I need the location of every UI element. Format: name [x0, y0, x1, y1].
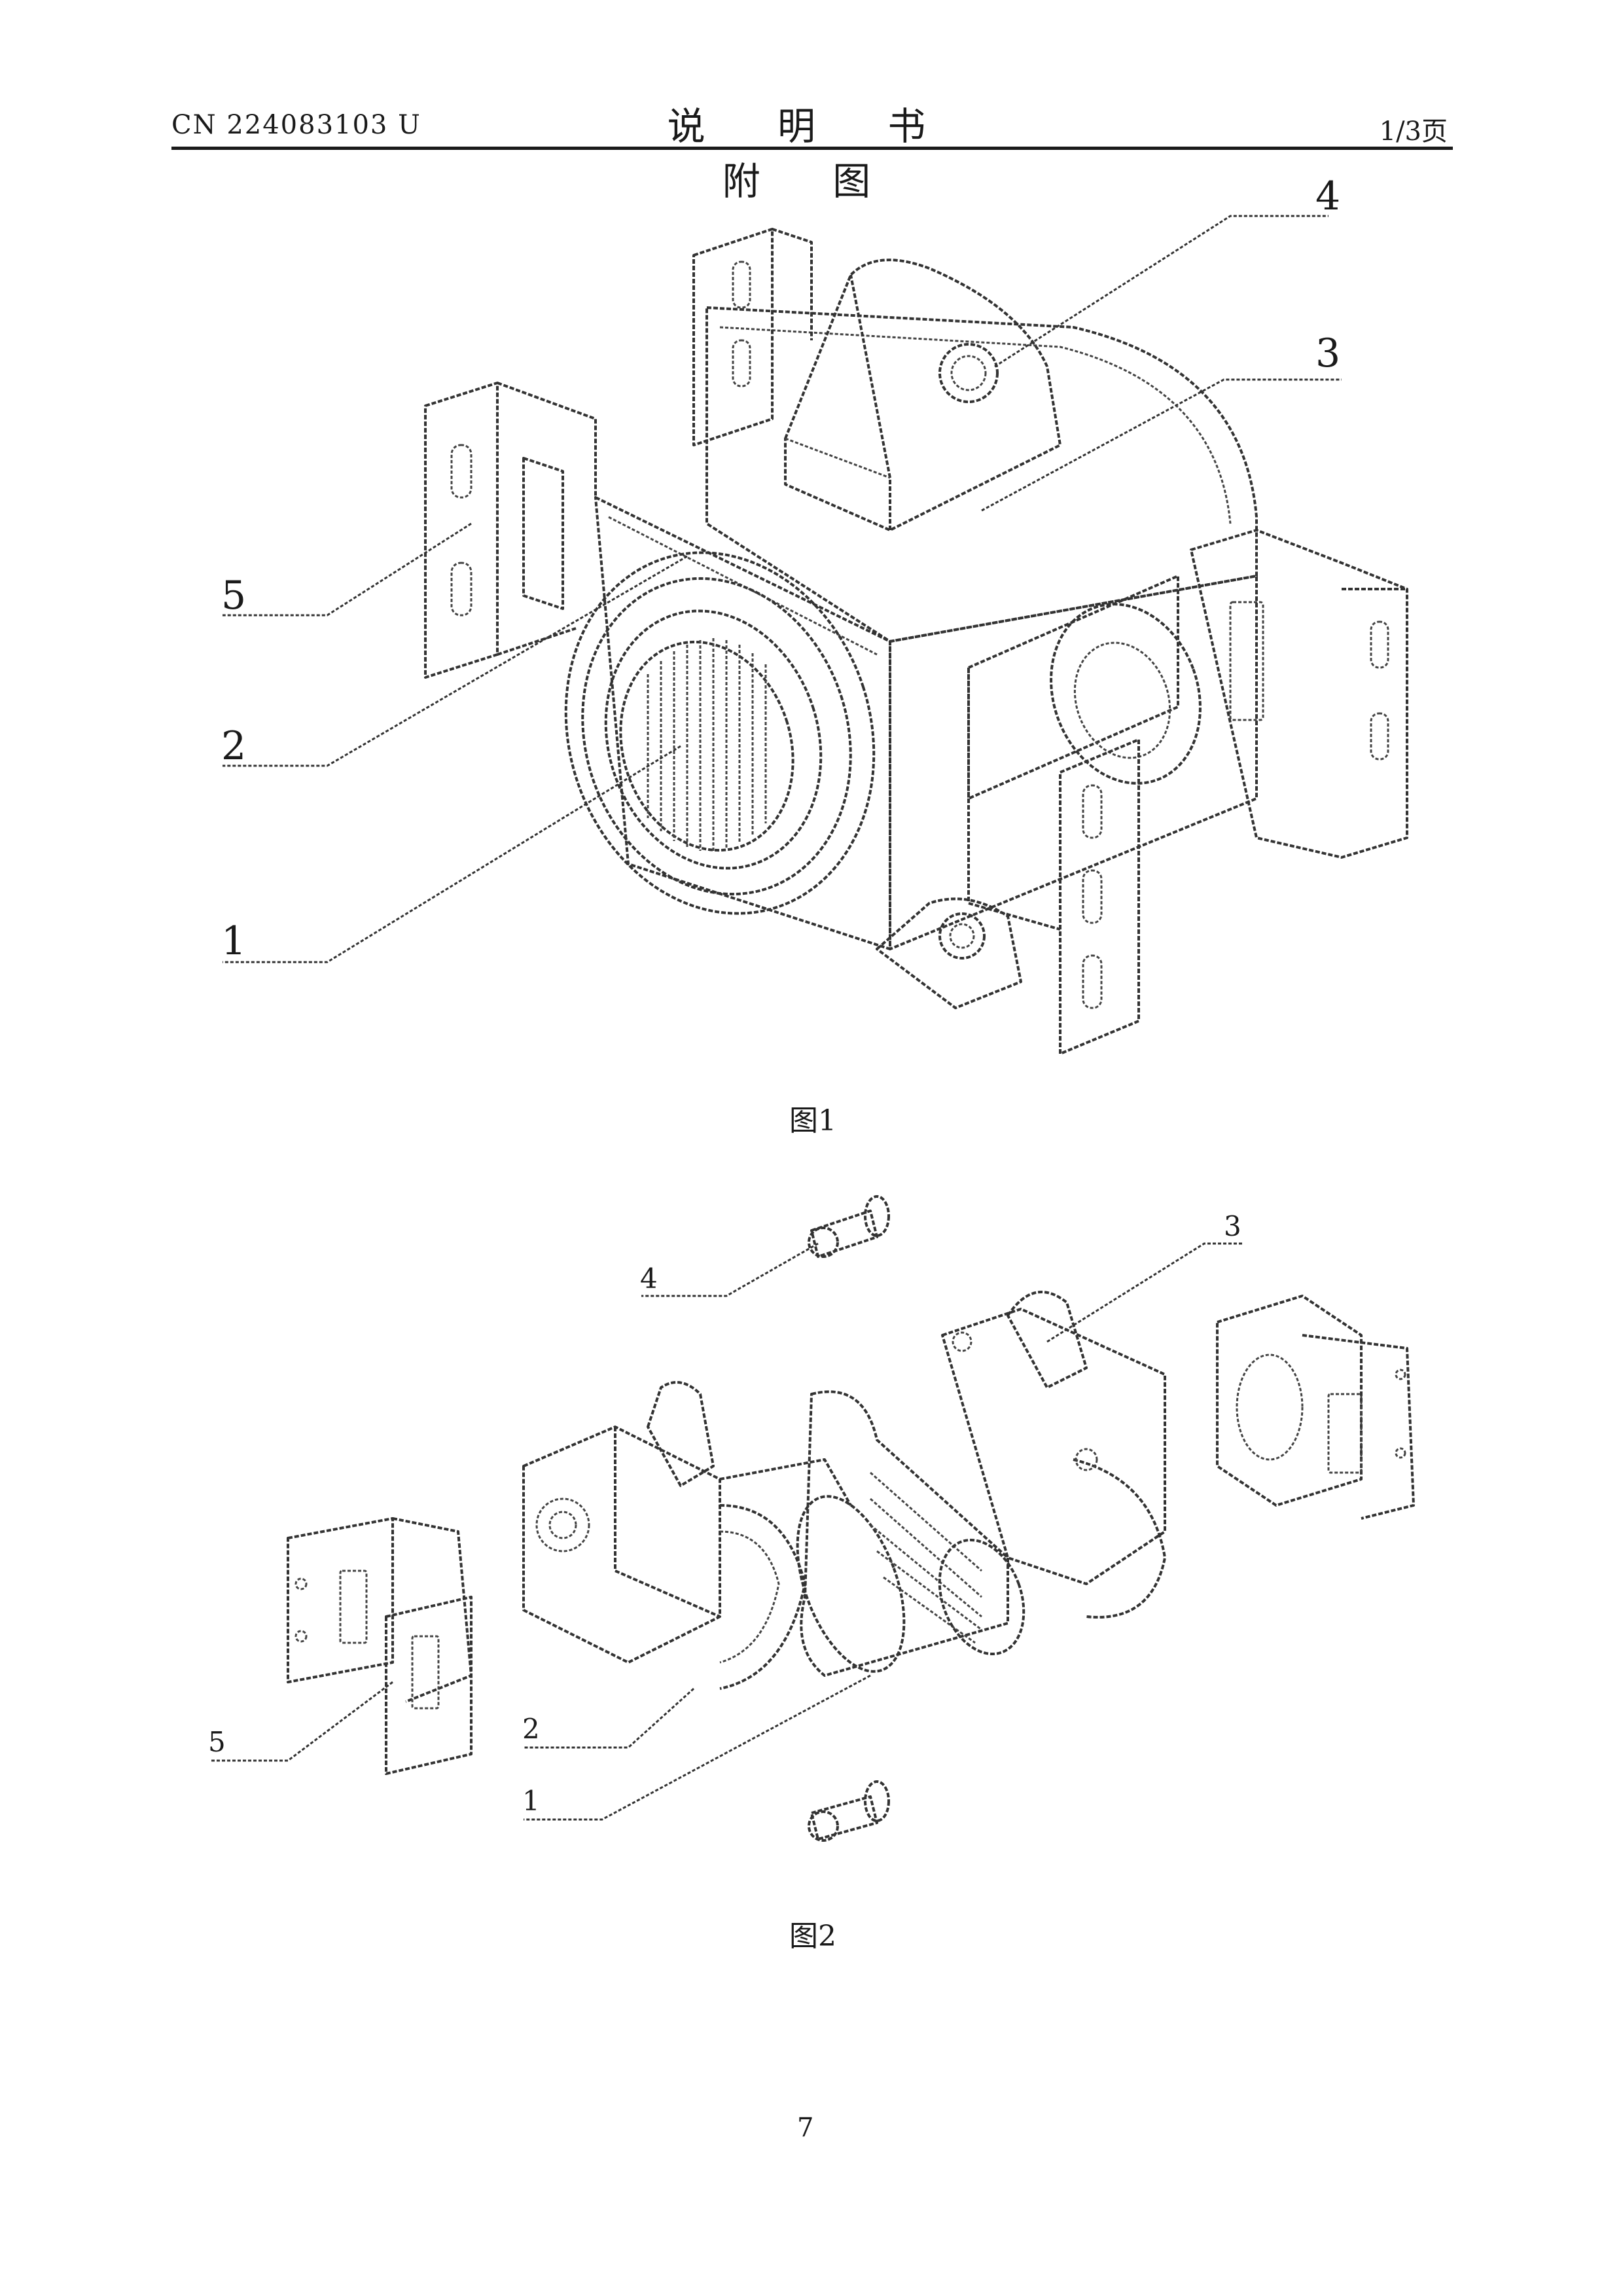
- fig1-label-4: 4: [1315, 173, 1340, 219]
- fig2-bracket-right: [1217, 1296, 1414, 1518]
- fig2-label-4: 4: [640, 1263, 658, 1295]
- fig2-pin-top: [809, 1196, 889, 1257]
- figure-1-leaders: [223, 216, 1342, 962]
- figure-1-drawing: 4 3 5 2 1: [221, 173, 1407, 1054]
- fig2-spline-sleeve: [776, 1391, 1039, 1685]
- fig2-label-5: 5: [208, 1726, 226, 1758]
- fig2-housing-left: [524, 1382, 851, 1689]
- top-pin-hole: [940, 344, 997, 402]
- fig1-label-1: 1: [221, 918, 246, 964]
- fig1-label-5: 5: [221, 573, 246, 619]
- fig2-bracket-left: [288, 1518, 471, 1774]
- spline-teeth: [648, 638, 766, 851]
- fig1-label-3: 3: [1315, 331, 1340, 376]
- fig1-label-2: 2: [221, 723, 246, 769]
- fig2-label-3: 3: [1224, 1210, 1241, 1242]
- figure-2-drawing: 4 3 5 2 1: [208, 1196, 1414, 1840]
- fig2-label-2: 2: [522, 1713, 540, 1745]
- page-number: 7: [797, 2113, 813, 2143]
- fig2-label-1: 1: [522, 1785, 540, 1817]
- figure-2-caption: 图2: [789, 1912, 836, 1954]
- fig2-pin-bottom: [809, 1782, 889, 1840]
- fig2-housing-right: [942, 1292, 1165, 1617]
- figure-1-caption: 图1: [789, 1097, 836, 1139]
